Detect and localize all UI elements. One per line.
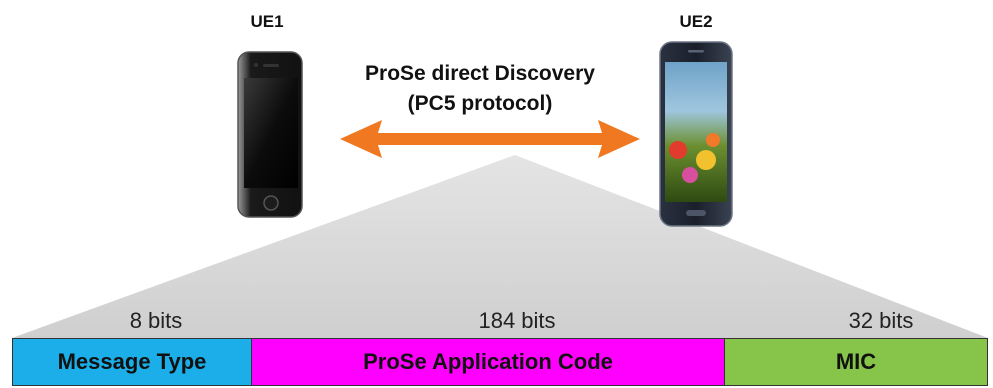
prose-application-code-field: ProSe Application Code <box>251 338 725 386</box>
prose-application-code-field-label: ProSe Application Code <box>363 349 613 374</box>
app-code-bits-label: 184 bits <box>478 308 556 333</box>
message-type-field-label: Message Type <box>57 349 207 374</box>
ue1-label: UE1 <box>250 12 284 31</box>
ue1-phone-icon <box>237 51 303 218</box>
mic-field-label: MIC <box>835 349 877 374</box>
link-title-line2: (PC5 protocol) <box>407 92 553 115</box>
mic-bits-label: 32 bits <box>848 308 914 333</box>
message-type-field: Message Type <box>12 338 252 386</box>
pc5-link-arrow <box>340 120 640 158</box>
message-type-bits-label: 8 bits <box>129 308 183 333</box>
ue2-phone-icon <box>659 41 733 227</box>
link-title-line1: ProSe direct Discovery <box>365 62 595 85</box>
ue2-label: UE2 <box>679 12 713 31</box>
mic-field: MIC <box>724 338 988 386</box>
